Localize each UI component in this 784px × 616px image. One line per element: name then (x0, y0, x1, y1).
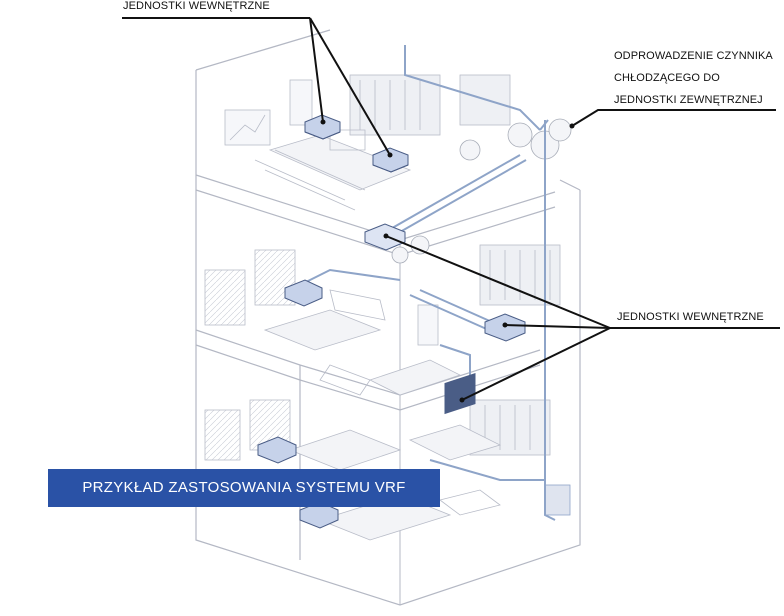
plants (391, 118, 572, 264)
label-indoor-units-right: JEDNOSTKI WEWNĘTRZNE (617, 311, 764, 323)
middle-floor-offices (204, 244, 561, 396)
indoor-unit-middle-left (284, 279, 323, 307)
callout-leaders (122, 17, 780, 401)
conference-room (224, 74, 511, 211)
label-refrigerant-line-1: ODPROWADZENIE CZYNNIKA (614, 50, 773, 62)
building-shell (195, 29, 581, 606)
vrf-example-banner: PRZYKŁAD ZASTOSOWANIA SYSTEMU VRF (48, 469, 440, 507)
indoor-unit-wall (444, 373, 476, 415)
indoor-unit-lower-left (257, 436, 297, 464)
label-refrigerant-line-3: JEDNOSTKI ZEWNĘTRZNEJ (614, 94, 763, 106)
callout-dots (320, 119, 575, 403)
label-indoor-units-top: JEDNOSTKI WEWNĘTRZNE (123, 0, 270, 12)
label-refrigerant-outdoor: ODPROWADZENIE CZYNNIKA CHŁODZĄCEGO DO JE… (614, 45, 773, 111)
label-refrigerant-line-2: CHŁODZĄCEGO DO (614, 72, 720, 84)
